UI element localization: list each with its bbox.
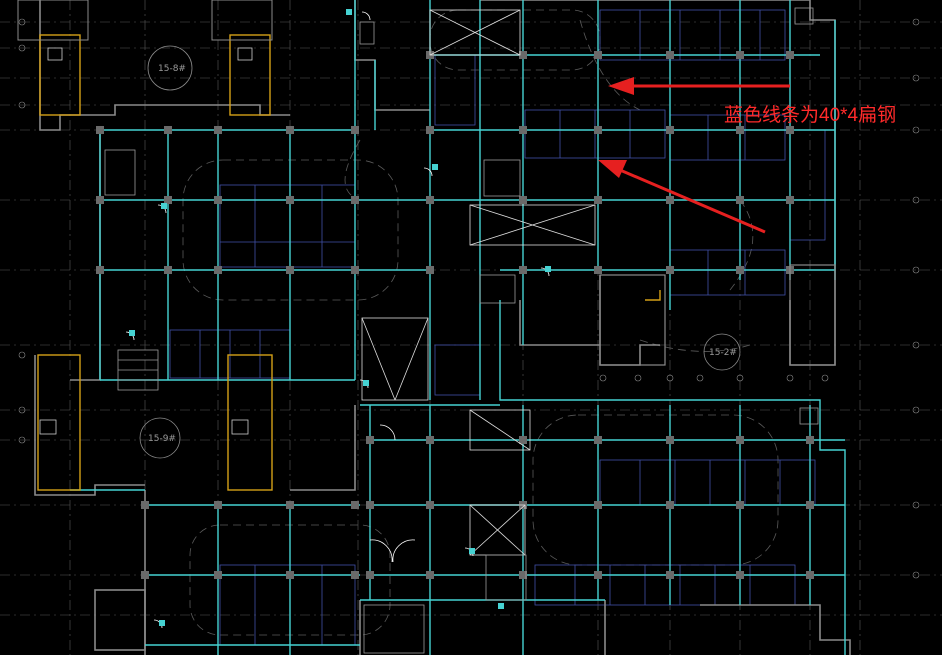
red-arrow-icon: [608, 77, 790, 95]
axis-bubbles: [18, 18, 920, 579]
building-label-15-9: 15-9#: [148, 434, 176, 444]
annotation-text: 蓝色线条为40*4扁钢: [724, 105, 897, 126]
structural-walls: [34, 0, 851, 655]
building-label-15-2: 15-2#: [709, 348, 737, 358]
residential-core-top-left: [17, 0, 273, 116]
building-number-marks: [139, 45, 741, 459]
columns: [96, 51, 814, 579]
residential-core-bottom-left: [37, 354, 273, 491]
ramps: [361, 9, 596, 556]
stair-shafts: [104, 7, 819, 654]
red-arrow-icon: [598, 160, 766, 234]
device-marks: [129, 9, 551, 626]
residential-core-mid-right: [599, 264, 836, 366]
grounding-lines: [70, 0, 846, 655]
building-label-15-8: 15-8#: [158, 64, 186, 74]
